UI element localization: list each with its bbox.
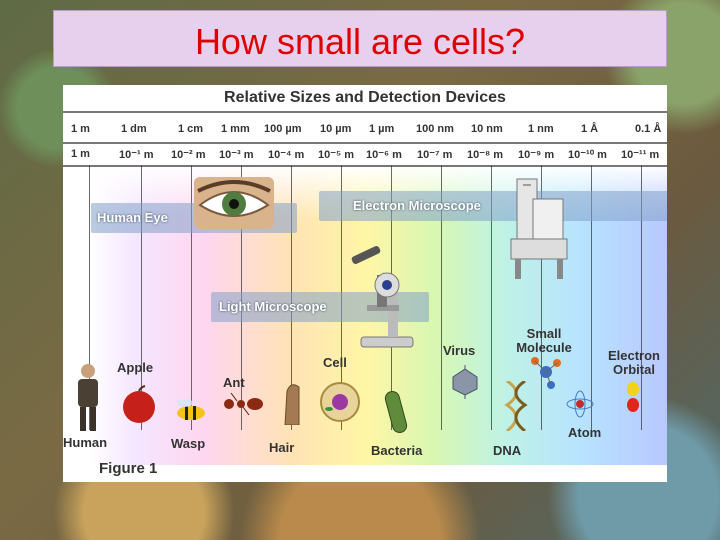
scale-top-tick: 100 nm bbox=[416, 123, 454, 135]
human-label: Human bbox=[63, 435, 108, 450]
apple-picture bbox=[123, 385, 155, 423]
small-molecule-picture bbox=[531, 357, 561, 389]
scale-top-tick: 1 mm bbox=[221, 123, 250, 135]
scale-bottom-rule bbox=[63, 165, 667, 167]
figure-heading: Relative Sizes and Detection Devices bbox=[224, 89, 506, 106]
scale-grid-line bbox=[491, 165, 492, 430]
light-microscope-picture bbox=[351, 246, 414, 348]
scale-bottom-tick: 10⁻⁵ m bbox=[318, 149, 355, 161]
scale-top-tick: 10 µm bbox=[320, 123, 352, 135]
slide-title: How small are cells? bbox=[194, 21, 526, 62]
human-picture bbox=[78, 364, 98, 431]
bacteria-picture bbox=[384, 390, 408, 434]
scale-middle-rule bbox=[63, 142, 667, 144]
hair-label: Hair bbox=[269, 440, 295, 455]
figure-caption: Figure 1 bbox=[99, 460, 158, 477]
scale-bottom-tick: 10⁻⁷ m bbox=[417, 149, 453, 161]
size-scale-figure: Relative Sizes and Detection Devices 1 m… bbox=[63, 85, 667, 482]
virus-picture bbox=[452, 365, 478, 399]
scale-grid-line bbox=[441, 165, 442, 430]
scale-bottom-tick: 10⁻¹⁰ m bbox=[568, 149, 607, 161]
wasp-label: Wasp bbox=[171, 436, 206, 451]
dna-label: DNA bbox=[493, 443, 522, 458]
scale-grid-line bbox=[141, 165, 142, 430]
electron-orbital-picture bbox=[627, 382, 639, 412]
scale-top-tick: 1 nm bbox=[528, 123, 554, 135]
small-molecule-label: Small Molecule bbox=[516, 326, 572, 355]
human-eye-label: Human Eye bbox=[97, 210, 168, 225]
scale-bottom-tick: 10⁻⁶ m bbox=[366, 149, 402, 161]
title-banner: How small are cells? bbox=[53, 10, 667, 67]
scale-top-tick: 1 Å bbox=[581, 123, 599, 135]
scale-bottom-tick: 10⁻¹ m bbox=[119, 149, 154, 161]
electron-microscope-band: Electron Microscope bbox=[319, 191, 667, 221]
electron-microscope-picture bbox=[510, 178, 568, 279]
atom-label: Atom bbox=[568, 425, 602, 440]
scale-bottom-tick: 10⁻⁴ m bbox=[268, 149, 305, 161]
dna-picture bbox=[504, 381, 528, 431]
atom-picture bbox=[566, 390, 594, 418]
scale-top-tick: 1 µm bbox=[369, 123, 395, 135]
scale-bottom-tick: 1 m bbox=[71, 148, 90, 160]
ant-label: Ant bbox=[223, 375, 245, 390]
light-microscope-label: Light Microscope bbox=[219, 299, 327, 314]
cell-label: Cell bbox=[323, 355, 347, 370]
scale-bottom-tick: 10⁻³ m bbox=[219, 149, 254, 161]
cell-picture bbox=[320, 382, 360, 422]
scale-top-tick: 0.1 Å bbox=[635, 123, 662, 135]
scale-bottom-tick: 10⁻⁹ m bbox=[518, 149, 555, 161]
scale-top-tick: 1 m bbox=[71, 123, 90, 135]
scale-grid-line bbox=[641, 165, 642, 430]
scale-grid-line bbox=[541, 165, 542, 430]
virus-label: Virus bbox=[443, 343, 476, 358]
scale-bottom-tick: 10⁻¹¹ m bbox=[621, 149, 660, 161]
scale-bottom-tick: 10⁻⁸ m bbox=[467, 149, 504, 161]
ant-picture bbox=[224, 392, 263, 416]
scale-top-tick: 1 dm bbox=[121, 123, 147, 135]
scale-top-tick: 100 µm bbox=[264, 123, 302, 135]
scale-top-tick: 1 cm bbox=[178, 123, 204, 135]
scale-top-rule bbox=[63, 111, 667, 113]
eye-picture bbox=[194, 177, 274, 229]
scale-bottom-tick: 10⁻² m bbox=[171, 149, 206, 161]
bacteria-label: Bacteria bbox=[371, 443, 423, 458]
scale-grid-line bbox=[191, 165, 192, 430]
scale-top-tick: 10 nm bbox=[471, 123, 503, 135]
scale-grid-line bbox=[89, 165, 90, 430]
scale-grid-line bbox=[591, 165, 592, 430]
electron-orbital-label: Electron Orbital bbox=[607, 348, 660, 377]
electron-microscope-label: Electron Microscope bbox=[353, 198, 481, 213]
apple-label: Apple bbox=[117, 360, 154, 375]
hair-picture bbox=[284, 384, 300, 425]
wasp-picture bbox=[177, 399, 205, 420]
